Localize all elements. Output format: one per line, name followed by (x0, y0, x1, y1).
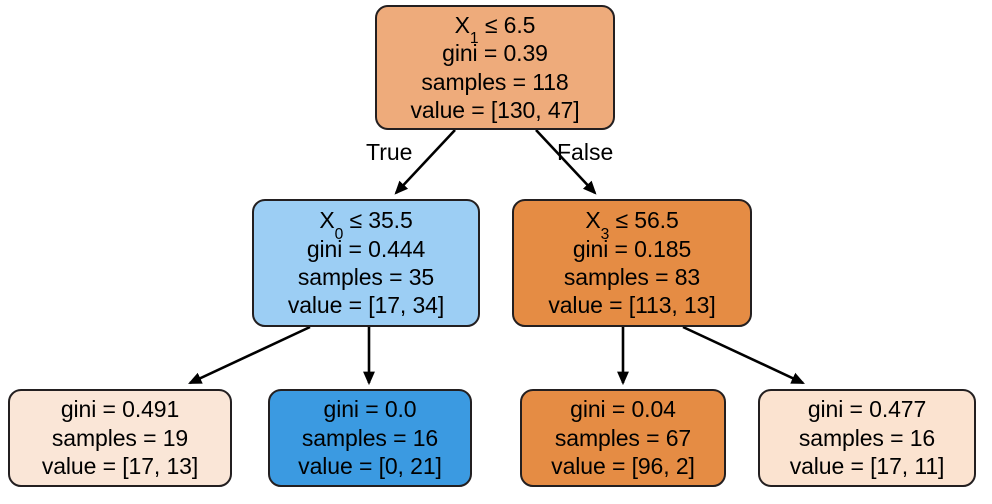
node-root-feature-index: 1 (469, 30, 479, 48)
tree-node-leaf-2[interactable]: gini = 0.0 samples = 16 value = [0, 21] (268, 389, 472, 487)
node-leaf4-value: value = [17, 11] (789, 453, 945, 480)
node-left-feature-index: 0 (334, 225, 344, 243)
node-left-samples: samples = 35 (297, 264, 435, 290)
node-right-condition: X3 ≤ 56.5 (585, 207, 679, 243)
node-leaf3-samples: samples = 67 (554, 424, 692, 451)
edge-left-to-leaf1 (188, 325, 311, 385)
tree-node-root[interactable]: X1 ≤ 6.5 gini = 0.39 samples = 118 value… (375, 5, 615, 130)
node-right-feature-index: 3 (600, 225, 610, 243)
node-right-value: value = [113, 13] (548, 292, 716, 319)
node-left-condition: X0 ≤ 35.5 (319, 207, 413, 243)
node-right-gini: gini = 0.185 (572, 235, 692, 262)
edge-label-true: True (366, 139, 413, 165)
node-root-gini: gini = 0.39 (442, 40, 548, 67)
tree-node-leaf-4[interactable]: gini = 0.477 samples = 16 value = [17, 1… (758, 389, 976, 487)
node-left-value: value = [17, 34] (287, 292, 445, 319)
node-left-gini: gini = 0.444 (306, 235, 426, 262)
tree-node-leaf-1[interactable]: gini = 0.491 samples = 19 value = [17, 1… (8, 389, 232, 487)
tree-node-right-internal[interactable]: X3 ≤ 56.5 gini = 0.185 samples = 83 valu… (512, 199, 752, 327)
node-right-operator-threshold: ≤ 56.5 (615, 207, 679, 234)
node-leaf2-samples: samples = 16 (301, 424, 439, 451)
node-right-samples: samples = 83 (563, 264, 701, 290)
node-left-operator-threshold: ≤ 35.5 (349, 207, 413, 234)
tree-node-left-internal[interactable]: X0 ≤ 35.5 gini = 0.444 samples = 35 valu… (252, 199, 480, 327)
node-leaf4-gini: gini = 0.477 (807, 396, 927, 423)
edge-label-false: False (557, 139, 614, 165)
node-leaf2-value: value = [0, 21] (298, 453, 442, 480)
node-leaf1-value: value = [17, 13] (41, 453, 199, 480)
tree-node-leaf-3[interactable]: gini = 0.04 samples = 67 value = [96, 2] (520, 389, 726, 487)
node-leaf3-value: value = [96, 2] (551, 453, 695, 480)
node-root-value: value = [130, 47] (410, 96, 580, 123)
edge-right-to-leaf4 (682, 325, 805, 385)
node-leaf3-gini: gini = 0.04 (570, 396, 676, 423)
node-leaf1-samples: samples = 19 (51, 424, 189, 451)
node-root-samples: samples = 118 (421, 68, 569, 95)
node-leaf2-gini: gini = 0.0 (323, 396, 417, 423)
node-leaf1-gini: gini = 0.491 (60, 396, 180, 423)
node-leaf4-samples: samples = 16 (798, 424, 936, 451)
node-root-operator-threshold: ≤ 6.5 (484, 11, 536, 38)
node-root-condition: X1 ≤ 6.5 (454, 11, 536, 48)
